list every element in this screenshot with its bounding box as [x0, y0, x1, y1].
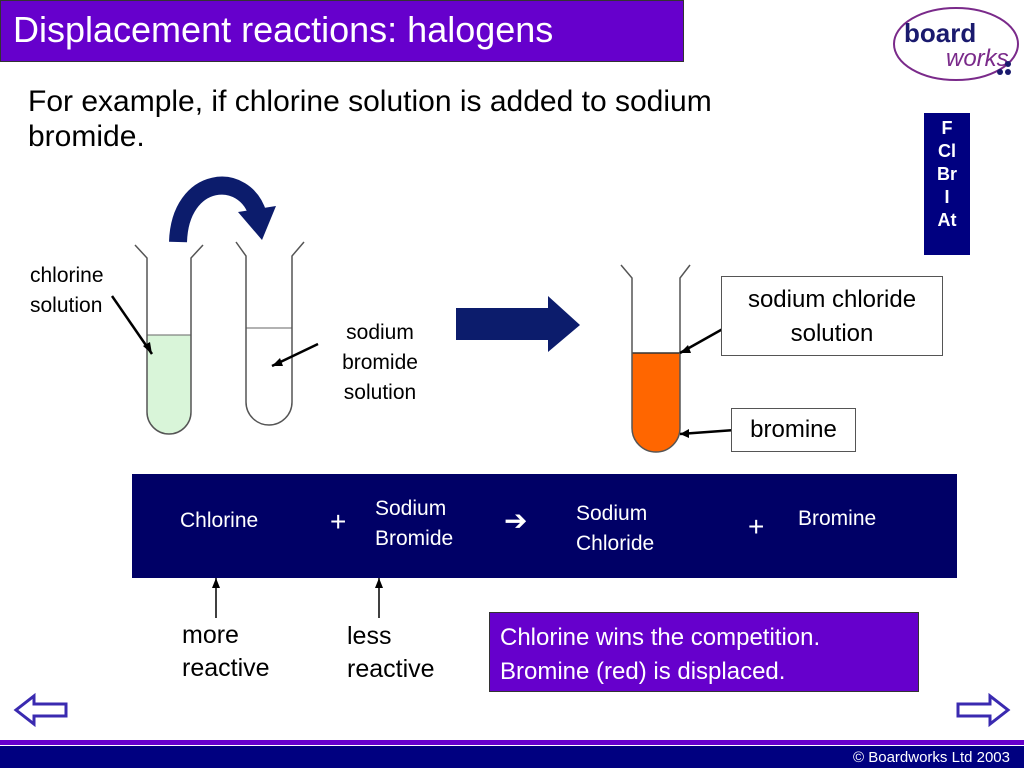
element-cl: Cl — [938, 141, 956, 161]
footer-stripe-top — [0, 740, 1024, 745]
sodium-bromide-test-tube — [235, 241, 305, 426]
copyright: © Boardworks Ltd 2003 — [853, 749, 1010, 766]
eq-sodium-bromide: Sodium Bromide — [375, 497, 454, 550]
eq-sodium-chloride: Sodium Chloride — [576, 502, 655, 555]
page-title: Displacement reactions: halogens — [13, 9, 554, 50]
svg-text:works: works — [946, 45, 1009, 72]
eq-plus-2: + — [748, 511, 765, 542]
product-test-tube — [620, 264, 691, 453]
pointer-bromine — [679, 428, 736, 436]
forward-arrow-icon[interactable] — [952, 690, 1012, 730]
label-chlorine-solution: chlorine solution — [30, 264, 104, 317]
reaction-arrow — [456, 296, 580, 352]
pointer-chlorine — [110, 295, 154, 355]
svg-text:board: board — [904, 18, 976, 48]
label-bromine: bromine — [731, 408, 856, 452]
element-br: Br — [936, 164, 957, 184]
boardworks-logo: board works — [893, 7, 1019, 81]
eq-bromine: Bromine — [798, 507, 877, 530]
label-sodium-chloride-solution: sodium chloride solution — [721, 276, 943, 356]
eq-chlorine: Chlorine — [180, 509, 259, 532]
element-f: F — [941, 118, 953, 138]
footer-bar — [0, 746, 1024, 768]
chlorine-test-tube — [134, 244, 204, 435]
more-reactive-label: more reactive — [182, 621, 270, 682]
eq-arrow-icon: ➔ — [504, 505, 528, 536]
word-equation: Chlorine + Sodium Bromide ➔ Sodium Chlor… — [132, 474, 957, 578]
intro-text: For example, if chlorine solution is add… — [28, 85, 712, 153]
eq-plus-1: + — [330, 506, 347, 537]
label-sodium-bromide-solution: sodium bromide solution — [342, 321, 418, 404]
element-at: At — [937, 210, 957, 230]
element-i: I — [944, 187, 950, 207]
title-bar: Displacement reactions: halogens — [0, 0, 684, 62]
conclusion-note: Chlorine wins the competition. Bromine (… — [489, 612, 919, 692]
back-arrow-icon[interactable] — [12, 690, 72, 730]
pour-arrow — [169, 176, 276, 243]
less-reactive-label: less reactive — [347, 622, 435, 683]
halogen-group-column: F Cl Br I At — [924, 113, 970, 255]
